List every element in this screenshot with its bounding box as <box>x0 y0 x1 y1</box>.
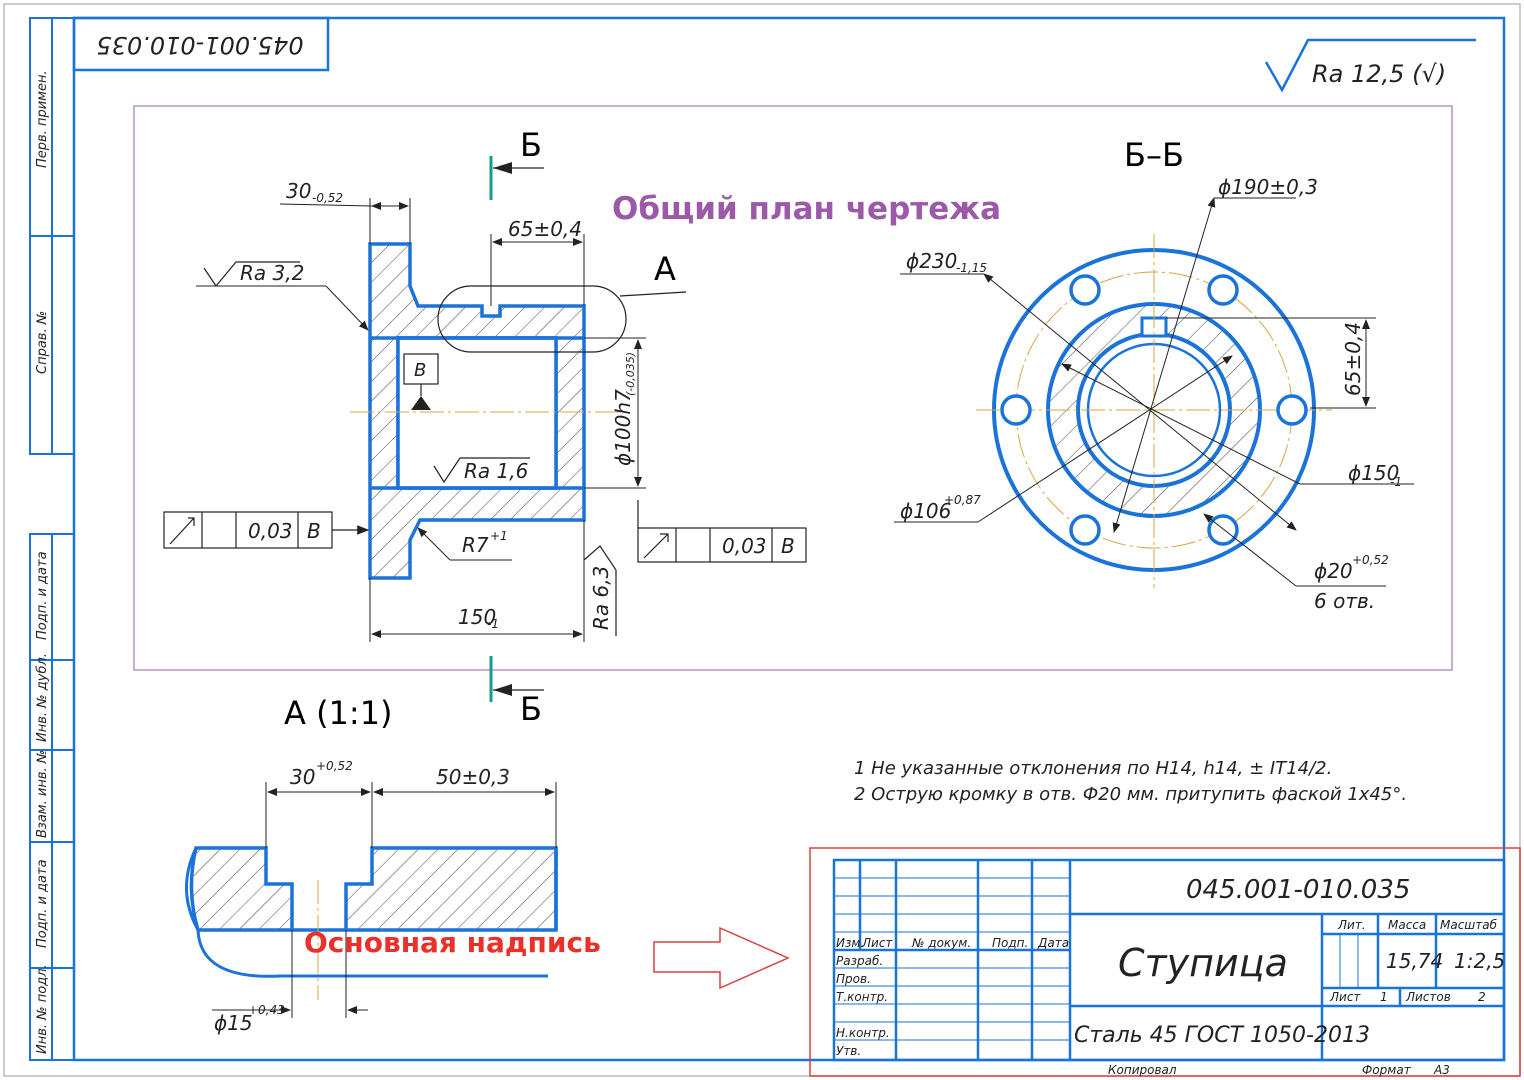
note-2: 2 Острую кромку в отв. Ф20 мм. притупить… <box>854 784 1407 805</box>
side-label-podp1: Подп. и дата <box>35 551 50 640</box>
side-label-vzam: Взам. инв. № <box>35 750 50 838</box>
dim-hole-tol: +0,52 <box>1352 553 1389 567</box>
dim-outer-tol: -1,15 <box>956 261 987 275</box>
bolt-hole <box>1207 514 1239 546</box>
bolt-hole <box>1207 274 1239 306</box>
note-1: 1 Не указанные отклонения по H14, h14, ±… <box>854 758 1332 779</box>
tb-sheets-label: Листов <box>1405 990 1451 1004</box>
ra-left: Ra 3,2 <box>240 261 304 285</box>
ra-right: Ra 6,3 <box>589 566 613 630</box>
tol-right-value: 0,03 <box>722 534 767 558</box>
radius: R7 <box>462 533 489 557</box>
general-plan-frame <box>133 105 1453 671</box>
tol-left-datum: В <box>307 519 321 543</box>
hole-count: 6 отв. <box>1314 589 1375 613</box>
bolt-hole <box>1000 394 1032 426</box>
tb-lit-label: Лит. <box>1337 918 1366 932</box>
tb-doc-number: 045.001-010.035 <box>1186 875 1410 905</box>
bolt-hole <box>1069 514 1101 546</box>
title-block <box>832 858 1506 1062</box>
tb-scale-value: 1:2,5 <box>1454 949 1505 973</box>
dim-pcd: ϕ190±0,3 <box>1218 175 1318 199</box>
detail-a-callout <box>437 285 627 353</box>
dim-length-tol: -1 <box>487 617 499 631</box>
side-label-perv: Перв. примен. <box>35 70 50 168</box>
main-view: Б Б А 30 -0,52 65±0,4 Ra 3,2 В Ra 1,6 <box>163 126 807 728</box>
dim-bore-tol: (-0,035) <box>624 352 637 396</box>
side-label-inv-dubl: Инв. № дубл. <box>35 653 50 742</box>
dim-inner: ϕ106 <box>900 499 951 523</box>
dim-bore: ϕ100h7 <box>611 389 635 466</box>
detail-hatch <box>189 846 558 932</box>
radius-tol: +1 <box>490 529 508 543</box>
tb-row-nkontr: Н.контр. <box>836 1026 890 1040</box>
dim-key: 65±0,4 <box>1341 322 1365 396</box>
detail-dim-slot-w: 30 <box>290 765 315 789</box>
roughness-general: Ra 12,5 (√) <box>1312 60 1446 88</box>
detail-dim-slot-w-tol: +0,52 <box>316 759 353 773</box>
tb-col-list: Лист <box>861 936 893 950</box>
dim-outer: ϕ230 <box>906 249 957 273</box>
tb-row-prov: Пров. <box>836 972 871 986</box>
detail-view: А (1:1) 30 +0,52 50±0,3 ϕ15 +0,43 <box>185 694 558 1035</box>
tol-right-datum: В <box>781 534 795 558</box>
dim-length: 150 <box>458 605 496 629</box>
cut-letter-top: Б <box>520 126 542 164</box>
title-block-annotation: Основная надпись <box>304 926 601 959</box>
side-label-podp2: Подп. и дата <box>35 859 50 948</box>
datum-label: В <box>414 360 426 381</box>
dim-hub: ϕ150 <box>1348 461 1399 485</box>
dim-hub-tol: -1 <box>1390 475 1402 489</box>
dim-hole: ϕ20 <box>1314 559 1353 583</box>
bolt-hole <box>1069 274 1101 306</box>
tb-row-tkontr: Т.контр. <box>836 990 888 1004</box>
tb-format-value: А3 <box>1433 1063 1450 1077</box>
bolt-hole <box>1276 394 1308 426</box>
dim-width: 30 <box>286 179 311 203</box>
tb-row-razrab: Разраб. <box>836 954 883 968</box>
title-block-thin-lines <box>834 877 1359 1041</box>
dim-width-tol: -0,52 <box>312 191 343 205</box>
tb-scale-label: Масштаб <box>1440 918 1498 932</box>
tb-format-label: Формат <box>1362 1063 1412 1077</box>
detail-letter: А <box>654 250 676 288</box>
rotated-doc-number: 045.001-010.035 <box>96 31 303 59</box>
detail-dim-hole-tol: +0,43 <box>248 1003 285 1017</box>
tolerance-frame-left <box>163 511 370 549</box>
tolerance-frame-right <box>637 500 807 563</box>
general-plan-label: Общий план чертежа <box>612 191 1001 227</box>
tb-copied: Копировал <box>1108 1063 1177 1077</box>
dim-slot: 65±0,4 <box>508 217 582 241</box>
tb-part-name: Ступица <box>1118 941 1288 985</box>
tb-mass-label: Масса <box>1388 918 1426 932</box>
side-label-inv-podl: Инв. № подл. <box>35 964 50 1054</box>
tb-mass-value: 15,74 <box>1386 949 1443 973</box>
sheet-outer-border <box>3 3 1521 1077</box>
tb-col-date: Дата <box>1037 936 1069 950</box>
tb-col-docnum: № докум. <box>911 936 971 950</box>
detail-title: А (1:1) <box>284 694 393 732</box>
side-label-sprav: Справ. № <box>35 311 50 374</box>
cut-letter-bottom: Б <box>520 690 542 728</box>
detail-dim-offset: 50±0,3 <box>436 765 510 789</box>
annotation-arrow <box>653 926 790 990</box>
ra-bore: Ra 1,6 <box>464 459 528 483</box>
tb-material: Сталь 45 ГОСТ 1050-2013 <box>1074 1023 1370 1048</box>
roughness-general-symbol <box>1264 38 1476 93</box>
tb-col-izm: Изм. <box>836 936 864 950</box>
tol-left-value: 0,03 <box>248 519 293 543</box>
title-block-highlight <box>809 847 1521 1077</box>
tb-col-sign: Подп. <box>992 936 1028 950</box>
section-view: Б–Б ϕ190±0,3 ϕ230 -1,15 65±0,4 <box>894 136 1414 613</box>
rotated-doc-number-box <box>72 16 330 72</box>
tb-sheet-label: Лист <box>1329 990 1361 1004</box>
tb-sheets-value: 2 <box>1478 990 1486 1004</box>
detail-dim-hole: ϕ15 <box>214 1011 253 1035</box>
section-title: Б–Б <box>1124 136 1184 174</box>
tb-row-utv: Утв. <box>836 1044 861 1058</box>
side-stamp-strip <box>29 17 75 1061</box>
dim-inner-tol: +0,87 <box>944 493 981 507</box>
tb-sheet-value: 1 <box>1380 990 1388 1004</box>
